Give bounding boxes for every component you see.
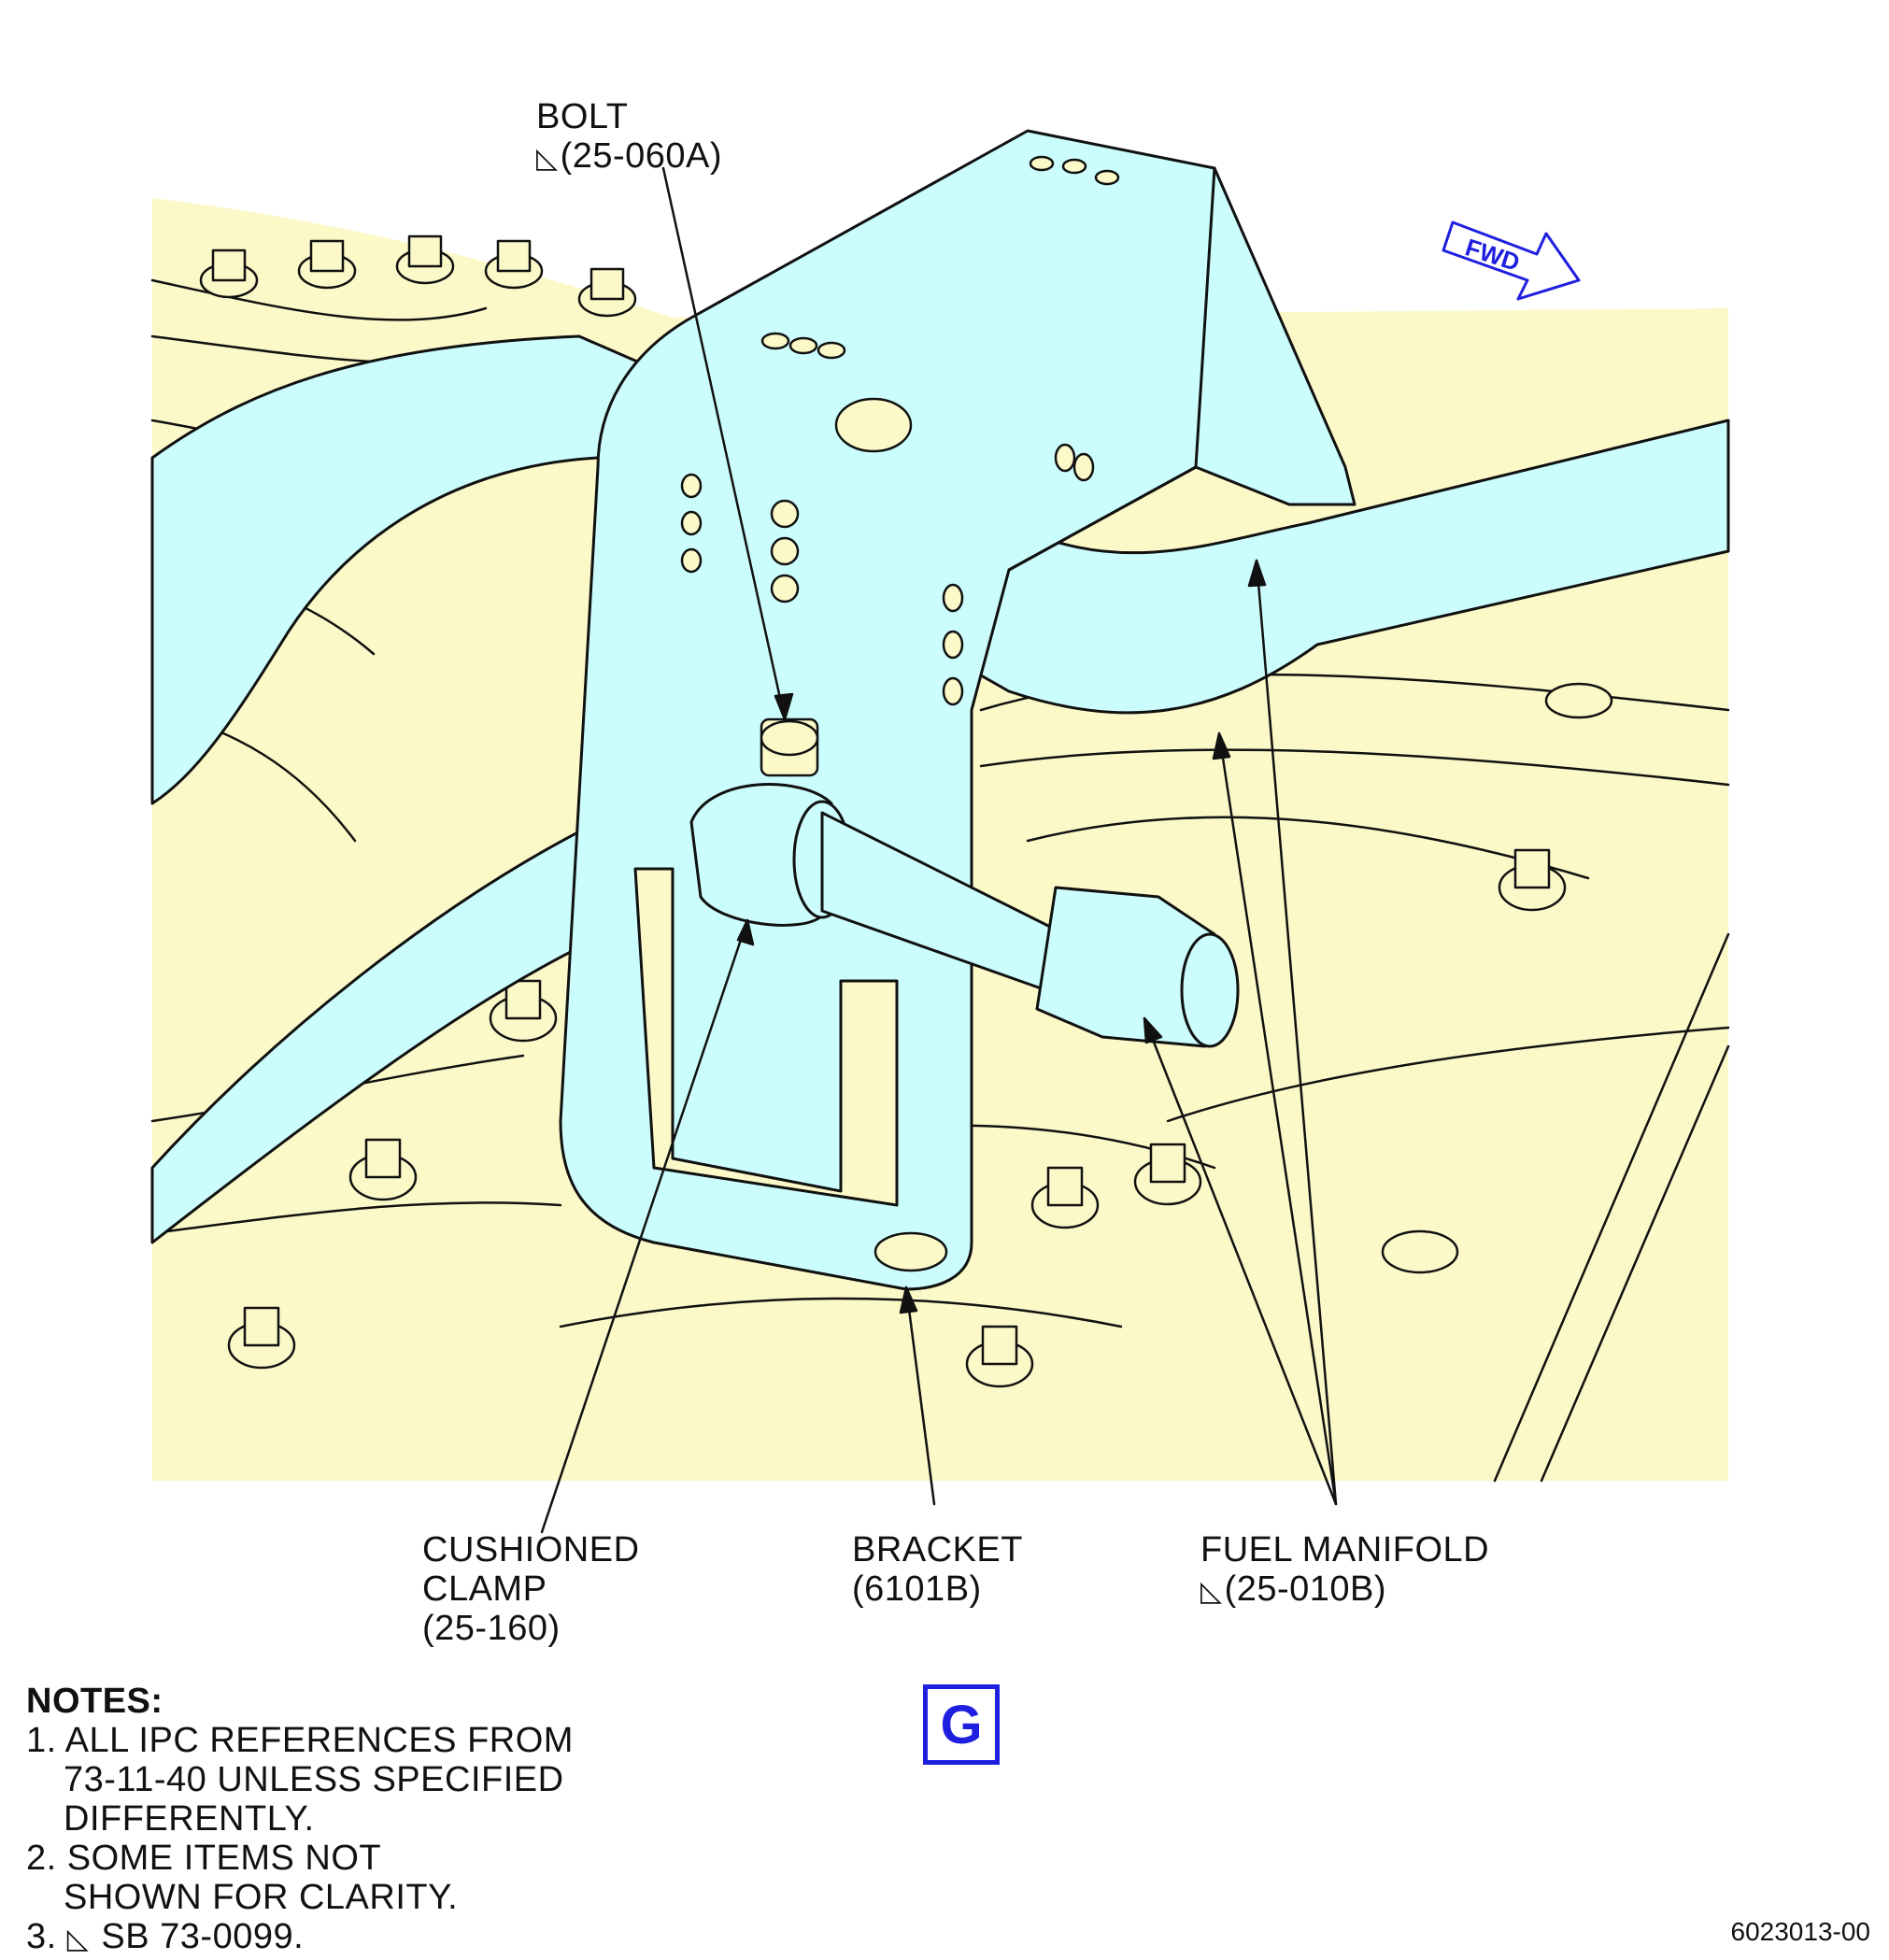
figure-number: 6023013-00 <box>1730 1917 1870 1946</box>
note-2-line2: SHOWN FOR CLARITY. <box>64 1878 459 1917</box>
clamp-ref: (25-160) <box>422 1609 561 1648</box>
background-fittings <box>199 234 1613 1388</box>
note-1-line2: 73-11-40 UNLESS SPECIFIED <box>64 1760 564 1799</box>
clamp-name-line1: CUSHIONED <box>422 1530 640 1569</box>
service-bulletin-symbol: ◺ <box>1200 1575 1223 1608</box>
leader-lines <box>540 166 1338 1534</box>
bracket-holes <box>680 155 1120 1272</box>
cushioned-clamp-callout: CUSHIONED CLAMP (25-160) <box>422 1530 640 1648</box>
fuel-manifold-ref: (25-010B) <box>1224 1569 1387 1609</box>
fuel-manifold-callout: FUEL MANIFOLD ◺(25-010B) <box>1200 1530 1489 1612</box>
note-1-line1: 1. ALL IPC REFERENCES FROM <box>26 1721 574 1760</box>
notes-title: NOTES: <box>26 1682 163 1721</box>
bracket-callout: BRACKET (6101B) <box>852 1530 1023 1609</box>
fwd-arrow <box>1442 220 1581 301</box>
note-2-line1: 2. SOME ITEMS NOT <box>26 1839 382 1878</box>
service-bulletin-symbol: ◺ <box>66 1923 90 1955</box>
bracket-window <box>633 867 899 1207</box>
bracket-body <box>559 129 1356 1291</box>
bolt-callout: BOLT ◺(25-060A) <box>536 97 722 178</box>
bracket-ref: (6101B) <box>852 1569 982 1609</box>
fwd-label: FWD <box>1462 233 1524 277</box>
fuel-manifold-name: FUEL MANIFOLD <box>1200 1530 1490 1569</box>
bolt <box>760 717 819 777</box>
note-1-line3: DIFFERENTLY. <box>64 1799 315 1839</box>
bracket-name: BRACKET <box>852 1530 1023 1569</box>
notes-block: NOTES: 1. ALL IPC REFERENCES FROM 73-11-… <box>26 1682 574 1959</box>
view-label-box: G <box>923 1684 1000 1765</box>
note-3-text: SB 73-0099. <box>101 1917 305 1956</box>
bolt-ref: (25-060A) <box>560 136 723 176</box>
manifold-fitting <box>1035 886 1240 1048</box>
service-bulletin-symbol: ◺ <box>536 142 559 175</box>
clamp-name-line2: CLAMP <box>422 1569 547 1609</box>
bolt-name: BOLT <box>536 97 629 136</box>
note-3-number: 3. <box>26 1917 57 1956</box>
view-label: G <box>940 1694 983 1755</box>
